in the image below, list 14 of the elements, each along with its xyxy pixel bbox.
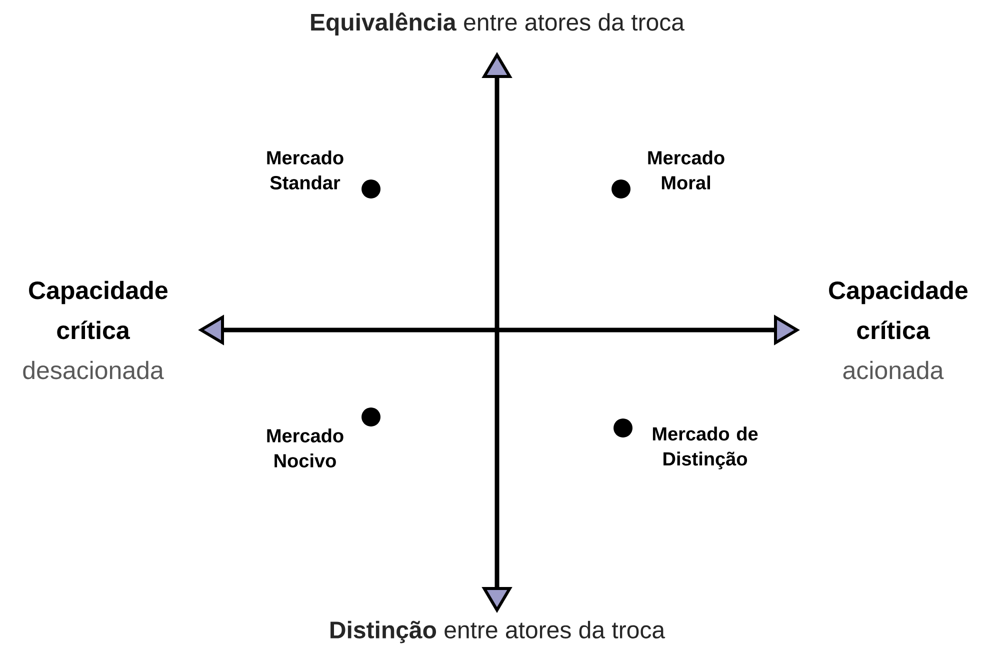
axis-label: Equivalência entre atores da troca <box>311 12 684 36</box>
point-dot <box>612 180 630 198</box>
axis-sublabel: acionada <box>843 360 944 380</box>
point-label: Mercado Moral <box>648 150 724 190</box>
axis-label: Capacidade crítica <box>829 280 968 340</box>
axis-sublabel: desacionada <box>23 360 164 380</box>
point-label: Mercado de Distinção <box>652 426 758 470</box>
point-label: Mercado Nocivo <box>267 428 344 468</box>
axis-label: Capacidade crítica <box>29 280 168 340</box>
point-label: Mercado Standar <box>267 150 344 190</box>
point-dot <box>614 418 632 438</box>
point-dot <box>362 408 380 426</box>
axis-label: Distinção entre atores da troca <box>330 620 666 644</box>
point-dot <box>362 180 380 198</box>
